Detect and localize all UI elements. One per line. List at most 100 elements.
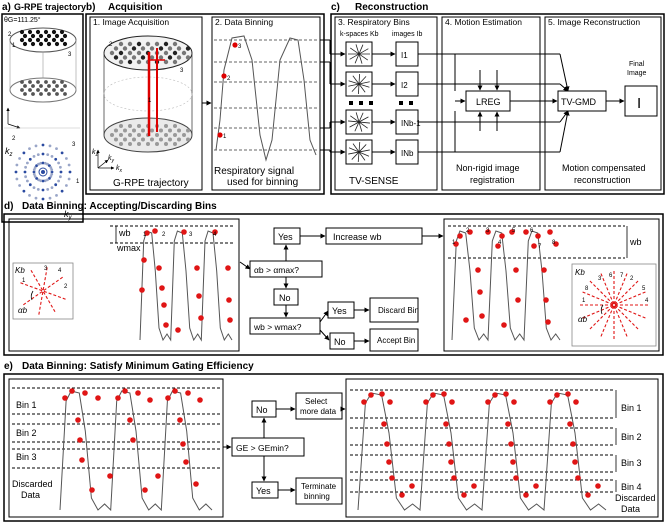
kspace-spoke (600, 273, 628, 337)
sample-dot (137, 142, 141, 146)
image-reconstruction-title: 5. Image Reconstruction (548, 17, 640, 27)
signal-sample (495, 243, 501, 249)
yes-label-1: Yes (278, 232, 293, 242)
kspace-spoke (348, 147, 370, 157)
signal-sample-2 (221, 73, 227, 79)
svg-text:kx: kx (116, 165, 123, 174)
svg-text:3: 3 (44, 266, 48, 272)
sample-dot (22, 33, 28, 39)
radial-sample (34, 196, 38, 200)
image-to-recon-arrow (559, 53, 570, 92)
signal-sample (513, 475, 519, 481)
kspaces-label: k-spaces Kb (340, 31, 379, 38)
radial-sample (28, 157, 32, 161)
gating-after-signal (350, 389, 617, 511)
svg-text:4: 4 (498, 240, 502, 246)
sample-dot (172, 41, 178, 47)
reconstruction-arrows (418, 53, 570, 153)
svg-text:2: 2 (630, 276, 634, 282)
svg-text:1: 1 (582, 298, 586, 304)
radial-sample (32, 170, 36, 174)
signal-sample (448, 459, 454, 465)
signal-sample (165, 395, 171, 401)
kspace-spoke (348, 120, 370, 124)
respiratory-bins-title: 3. Respiratory Bins (338, 17, 410, 27)
sample-dot (163, 59, 169, 65)
signal-sample (127, 417, 133, 423)
sample-dot (59, 37, 65, 43)
signal-sample (449, 399, 455, 405)
signal-sample (463, 317, 469, 323)
sample-dot (158, 46, 164, 51)
svg-text:6: 6 (530, 228, 534, 234)
svg-text:1: 1 (76, 179, 80, 185)
sample-dot (145, 41, 151, 47)
svg-text:3: 3 (189, 232, 193, 238)
data-binning-box (211, 16, 321, 191)
gating-after-box (345, 378, 659, 518)
used-for-binning-caption: used for binning (227, 177, 298, 188)
sample-dot (44, 88, 48, 92)
signal-sample (485, 399, 491, 405)
ellipsis-dot (349, 101, 353, 105)
sample-dot (113, 46, 119, 51)
sample-dot (43, 37, 49, 43)
final-image-label-1: Final (629, 61, 645, 68)
radial-sample (36, 153, 40, 157)
ellipsis-dot (359, 101, 363, 105)
radial-sample (37, 162, 40, 166)
radial-sample (22, 189, 26, 193)
signal-sample (554, 392, 560, 398)
sample-dot (30, 33, 36, 39)
signal-sample (130, 437, 136, 443)
signal-sample (172, 388, 178, 394)
sample-dot (176, 46, 182, 51)
svg-text:5: 5 (642, 286, 646, 292)
signal-sample (501, 322, 507, 328)
discard-bin-box (369, 297, 419, 323)
radial-sample (28, 183, 32, 187)
svg-text:ky: ky (108, 155, 115, 164)
signal-sample (180, 441, 186, 447)
signal-sample (446, 441, 452, 447)
sample-dot (173, 124, 177, 128)
sample-dot (132, 128, 136, 133)
sample-dot (146, 142, 150, 146)
sample-dot (52, 80, 56, 84)
alpha-arc (30, 290, 34, 301)
sample-dot (168, 128, 172, 133)
wmax-label: wmax (116, 243, 141, 253)
signal-sample (361, 399, 367, 405)
sample-dot (136, 41, 142, 47)
radial-sample (36, 188, 40, 191)
left-bin-3: Bin 3 (16, 452, 37, 462)
sample-dot (55, 84, 59, 88)
panel-a: a) G-RPE trajectory θG=111.25° 2 1 3 kz … (1, 2, 86, 223)
sample-dot (38, 33, 44, 39)
sample-dot (28, 80, 32, 84)
radial-center (38, 167, 48, 177)
kspace-spoke (600, 273, 628, 337)
increase-wb-label: Increase wb (333, 232, 382, 242)
signal-sample (141, 257, 147, 263)
panel-e-title: Data Binning: Satisfy Minimum Gating Eff… (22, 361, 254, 372)
signal-sample (595, 483, 601, 489)
svg-text:7: 7 (538, 244, 542, 250)
sample-dot (128, 133, 132, 137)
signal-sample (181, 229, 187, 235)
radial-sample (32, 155, 36, 158)
sample-dot (31, 84, 35, 88)
sample-dot (36, 88, 40, 92)
panel-c: c) Reconstruction 3. Respiratory Bins k-… (320, 2, 665, 195)
svg-text:1: 1 (148, 98, 152, 104)
bin-assignment-arrows (320, 39, 346, 155)
golden-angle-label: θG=111.25° (4, 16, 41, 24)
signal-sample (82, 390, 88, 396)
sample-dot (150, 137, 154, 142)
panel-c-frame (330, 13, 665, 195)
svg-text:7: 7 (620, 273, 624, 279)
signal-sample (547, 399, 553, 405)
alpha-label-right: αb (578, 315, 588, 324)
signal-sample (177, 417, 183, 423)
signal-sample (492, 392, 498, 398)
